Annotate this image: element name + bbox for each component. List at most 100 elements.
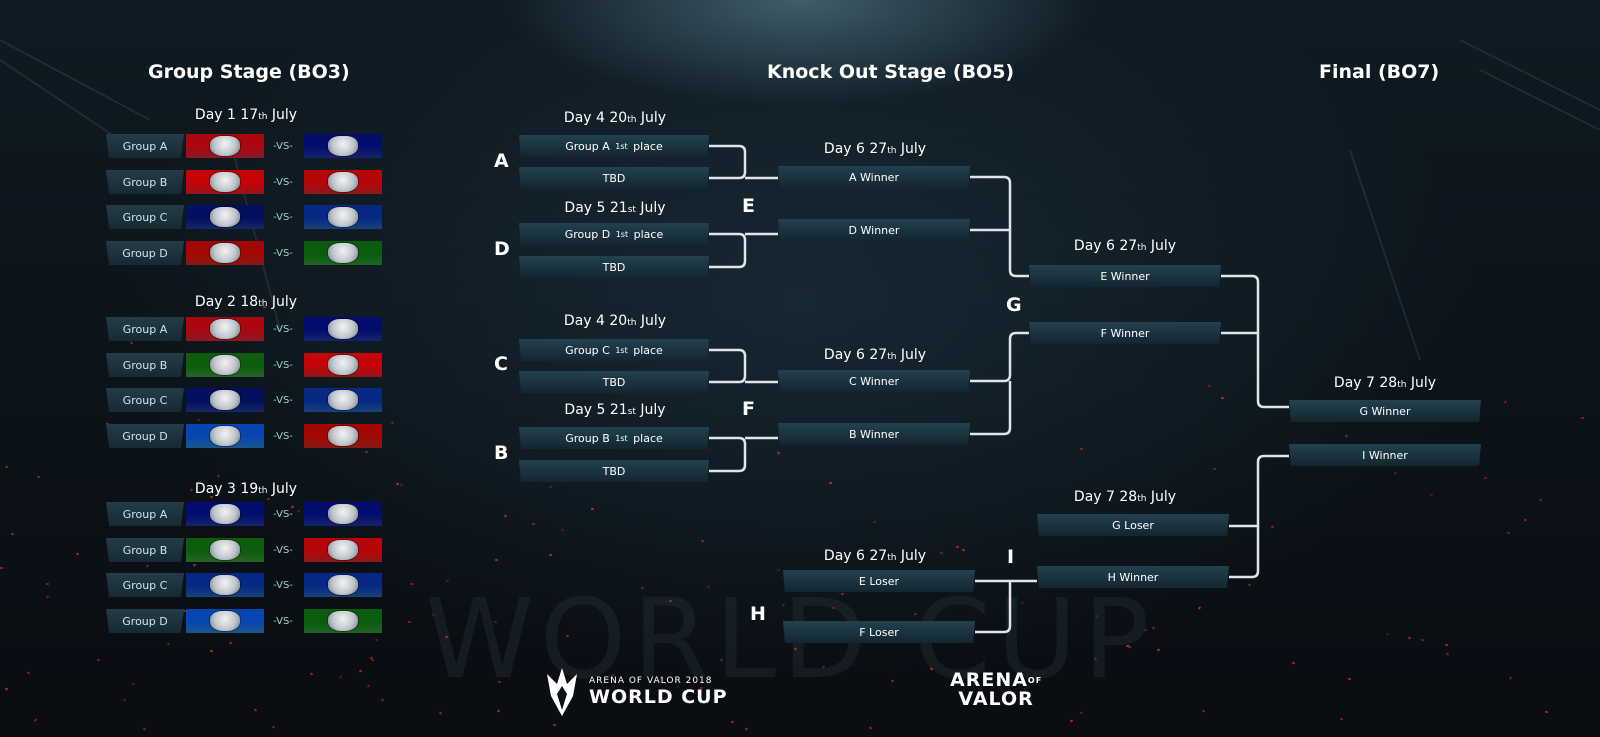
team-emblem [328,390,358,410]
team-emblem [328,355,358,375]
day6-e-label: Day 6 27th July [823,141,927,157]
slot-f-loser[interactable]: F Loser [783,621,975,643]
group-match-row[interactable]: Group C-VS- [106,573,386,597]
team-emblem [328,611,358,631]
slot-e-loser[interactable]: E Loser [783,570,975,592]
day6-f-label: Day 6 27th July [823,347,927,363]
bracket-connector [970,175,1029,278]
bracket-letter-h: H [750,603,766,625]
team-emblem [328,207,358,227]
group-match-row[interactable]: Group A-VS- [106,502,386,526]
group-match-row[interactable]: Group B-VS- [106,170,386,194]
day2-label: Day 2 18th July [194,294,298,310]
group-match-row[interactable]: Group D-VS- [106,241,386,265]
elephant-blue-team-logo-icon [186,424,264,448]
bracket-connector [709,436,747,473]
slot-d-tbd[interactable]: TBD [519,256,709,278]
group-match-row[interactable]: Group B-VS- [106,538,386,562]
tiger-team-logo-icon [186,205,264,229]
slot-e-winner[interactable]: E Winner [1029,265,1221,287]
group-match-row[interactable]: Group A-VS- [106,317,386,341]
slot-b-winner[interactable]: B Winner [778,423,970,445]
slot-c-tbd[interactable]: TBD [519,371,709,393]
bracket-connector [709,232,747,269]
bracket-letter-g: G [1006,294,1022,316]
group-match-row[interactable]: Group D-VS- [106,424,386,448]
slot-group-b-first[interactable]: Group B 1st place [519,427,709,449]
team-emblem [328,426,358,446]
team-emblem [210,611,240,631]
slot-d-winner[interactable]: D Winner [778,219,970,241]
ember-particle [1523,519,1527,522]
versus-label: -VS- [273,615,293,627]
group-match-row[interactable]: Group B-VS- [106,353,386,377]
knight-team-logo-icon [304,573,382,597]
day1-label: Day 1 17th July [194,107,298,123]
team-emblem [210,172,240,192]
slot-group-a-first[interactable]: Group A 1st place [519,135,709,157]
team-emblem [210,136,240,156]
bracket-connector [975,581,1012,634]
slot-c-winner[interactable]: C Winner [778,370,970,392]
phoenix-team-logo-icon [304,538,382,562]
team-emblem [210,575,240,595]
day5b-label: Day 5 21st July [564,402,666,418]
team-emblem [328,243,358,263]
group-match-row[interactable]: Group D -VS- [106,609,386,633]
rooster-team-logo-icon [304,502,382,526]
brand-arena: ARENA [950,669,1028,691]
team-emblem [328,172,358,192]
decorative-streak [0,39,151,121]
slot-h-winner[interactable]: H Winner [1037,566,1229,588]
final-title: Final (BO7) [1319,61,1440,83]
raccoon-team-logo-icon [186,573,264,597]
versus-label: -VS- [273,394,293,406]
slot-a-tbd[interactable]: TBD [519,167,709,189]
bracket-connector [1229,454,1289,579]
bracket-letter-d: D [494,238,510,260]
brand-of: OF [1027,676,1043,685]
bracket-letter-e: E [742,195,755,217]
team-emblem [328,136,358,156]
slot-f-winner[interactable]: F Winner [1029,322,1221,344]
group-tag: Group A [106,502,184,526]
group-tag: Group B [106,353,184,377]
group-match-row[interactable]: Group C-VS- [106,205,386,229]
bull-team-logo-icon [304,353,382,377]
world-cup-brand: ARENA OF VALOR 2018 WORLD CUP [545,666,728,718]
slot-g-loser[interactable]: G Loser [1037,514,1229,536]
group-tag: Group D [106,424,184,448]
eagle-team-logo-icon [186,502,264,526]
slot-group-c-first[interactable]: Group C 1st place [519,339,709,361]
versus-label: -VS- [273,211,293,223]
group-tag: Group A [106,134,184,158]
versus-label: -VS- [273,140,293,152]
team-emblem [210,243,240,263]
team-emblem [328,319,358,339]
group-tag: Group D [106,609,184,633]
team-emblem [328,575,358,595]
slot-i-winner[interactable]: I Winner [1289,444,1481,466]
slot-g-winner[interactable]: G Winner [1289,400,1481,422]
decorative-streak [0,59,121,141]
slot-b-tbd[interactable]: TBD [519,460,709,482]
group-match-row[interactable]: Group C-VS- [106,388,386,412]
team-emblem [210,390,240,410]
team-emblem [210,504,240,524]
day5a-label: Day 5 21st July [564,200,666,216]
day6-g-label: Day 6 27th July [1073,238,1177,254]
slot-a-winner[interactable]: A Winner [778,166,970,188]
elephant-team-logo-icon [186,134,264,158]
helmet-logo-icon [547,668,577,716]
gorilla-team-logo-icon [186,538,264,562]
decorative-streak [1459,39,1600,111]
team-emblem [210,355,240,375]
slot-group-d-first[interactable]: Group D 1st place [519,223,709,245]
day4b-label: Day 4 20th July [563,313,667,329]
dragon-team-logo-icon [304,424,382,448]
group-tag: Group B [106,538,184,562]
bracket-letter-i: I [1007,546,1015,568]
group-match-row[interactable]: Group A -VS- [106,134,386,158]
